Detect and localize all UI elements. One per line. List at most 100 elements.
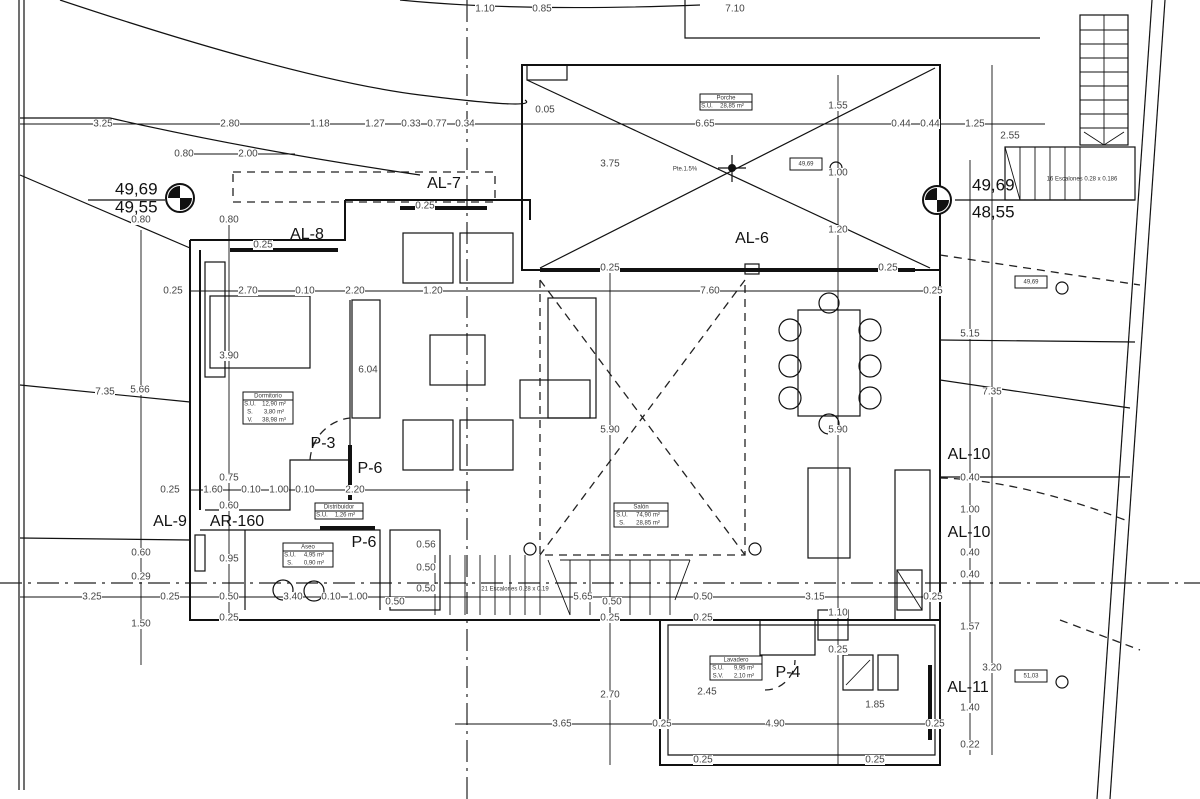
dimension-label: 2.80 <box>220 119 240 130</box>
level-right-top: 49,69 <box>972 175 1015 194</box>
svg-text:1,26 m²: 1,26 m² <box>335 513 355 519</box>
dimension-label: 0.50 <box>385 597 405 608</box>
svg-text:3,80 m²: 3,80 m² <box>264 410 284 416</box>
dimension-label-bg <box>401 119 421 129</box>
dimension-label: 0.60 <box>219 501 239 512</box>
dimension-label-bg <box>878 263 898 273</box>
dimension-label-bg <box>828 101 848 111</box>
svg-text:38,98 m³: 38,98 m³ <box>262 418 286 424</box>
dimension-label-bg <box>725 4 745 14</box>
dimension-label: 0.50 <box>602 597 622 608</box>
dimension-label-bg <box>602 597 622 607</box>
dimension-label-bg <box>891 119 911 129</box>
dimension-label-bg <box>693 592 713 602</box>
notes: Pte.1.5% 16 Escalones 0.28 x 0.186 21 Es… <box>481 167 1118 593</box>
dimension-label-bg <box>960 329 980 339</box>
dimension-label: 0.75 <box>219 473 239 484</box>
dimension-label: 0.10 <box>241 485 261 496</box>
svg-text:S.: S. <box>619 521 625 527</box>
dimension-label: 1.00 <box>828 168 848 179</box>
stair-void <box>389 279 746 616</box>
dimension-label-bg <box>697 687 717 697</box>
level-texts: 49,69 49,55 49,69 48,55 49,69 49,69 51,0… <box>115 162 1039 680</box>
dimension-label-bg <box>365 119 385 129</box>
dimension-label: 3.25 <box>82 592 102 603</box>
level-box-bottom-right: 51,03 <box>1023 674 1039 680</box>
stairs-main-note: 21 Escalones 0.28 x 0.19 <box>481 587 549 593</box>
dimension-label: 0.25 <box>253 240 273 251</box>
dimension-label: 3.75 <box>600 159 620 170</box>
area-table-lavadero: Lavadero S.U.9,95 m² S.V.2,10 m² <box>709 655 763 681</box>
dimension-label-bg <box>960 740 980 750</box>
dimension-label-bg <box>219 554 239 564</box>
dimension-label: 1.10 <box>828 608 848 619</box>
dimension-label: 1.25 <box>965 119 985 130</box>
dimension-label: 0.25 <box>160 592 180 603</box>
dimension-label: 0.33 <box>401 119 421 130</box>
dimension-label: 1.20 <box>828 225 848 236</box>
dimension-label-bg <box>455 119 475 129</box>
svg-text:Salón: Salón <box>633 505 648 511</box>
dimension-label-bg <box>923 592 943 602</box>
level-left-top: 49,69 <box>115 179 158 198</box>
dimension-label-bg <box>765 719 785 729</box>
dimension-label-bg <box>475 4 495 14</box>
dimension-label: 0.44 <box>920 119 940 130</box>
dimension-label-bg <box>163 286 183 296</box>
dimension-label-bg <box>310 119 330 129</box>
dimension-label: 0.50 <box>219 592 239 603</box>
dimension-label: 0.25 <box>923 592 943 603</box>
svg-text:Distribuidor: Distribuidor <box>324 505 354 511</box>
dimension-label-bg <box>174 149 194 159</box>
dimension-label: 3.40 <box>283 592 303 603</box>
dimension-label-bg <box>238 286 258 296</box>
dimension-label-bg <box>552 719 572 729</box>
dimension-label-bg <box>532 4 552 14</box>
label-al-11: AL-11 <box>947 679 989 696</box>
svg-text:2,10 m²: 2,10 m² <box>734 674 754 680</box>
dimension-label-bg <box>960 548 980 558</box>
dimension-label-bg <box>95 387 115 397</box>
dimension-label: 6.65 <box>695 119 715 130</box>
dimension-label-bg <box>535 105 555 115</box>
dimension-label: 0.95 <box>219 554 239 565</box>
dimension-label-bg <box>960 505 980 515</box>
dimension-label: 1.27 <box>365 119 385 130</box>
dimension-label: 0.80 <box>219 215 239 226</box>
dimension-label-bg <box>865 755 885 765</box>
dimension-label-bg <box>241 485 261 495</box>
dimension-label-bg <box>427 119 447 129</box>
dimension-label-bg <box>600 690 620 700</box>
kitchen-island <box>807 467 851 559</box>
svg-text:12,90 m²: 12,90 m² <box>262 402 286 408</box>
dimension-label-bg <box>923 286 943 296</box>
dimension-label: 0.25 <box>600 613 620 624</box>
dimension-label: 0.85 <box>532 4 552 15</box>
dimension-label: 0.29 <box>131 572 151 583</box>
area-table-aseo: Aseo S.U.4,95 m² S.0,90 m² <box>282 542 334 568</box>
dimension-label-bg <box>321 592 341 602</box>
dimension-label: 1.00 <box>960 505 980 516</box>
dimension-label: 2.55 <box>1000 131 1020 142</box>
dimension-label: 0.80 <box>174 149 194 160</box>
dimension-label-bg <box>693 755 713 765</box>
label-al-8: AL-8 <box>290 226 324 243</box>
label-p-6: P-6 <box>358 460 383 477</box>
dimension-label-bg <box>82 592 102 602</box>
dimension-label: 2.00 <box>238 149 258 160</box>
dimension-label-bg <box>238 149 258 159</box>
dimension-label-bg <box>345 286 365 296</box>
dimension-label-bg <box>131 215 151 225</box>
dimension-label-bg <box>423 286 443 296</box>
dimension-label: 0.05 <box>535 105 555 116</box>
dimension-label-bg <box>982 387 1002 397</box>
dimension-label: 1.50 <box>131 619 151 630</box>
dimension-label-bg <box>385 597 405 607</box>
dimension-label: 0.50 <box>693 592 713 603</box>
dimension-label-bg <box>828 608 848 618</box>
dining-table <box>797 309 861 417</box>
dimension-label: 0.25 <box>415 201 435 212</box>
dimension-label: 2.45 <box>697 687 717 698</box>
dimension-label: 4.90 <box>765 719 785 730</box>
